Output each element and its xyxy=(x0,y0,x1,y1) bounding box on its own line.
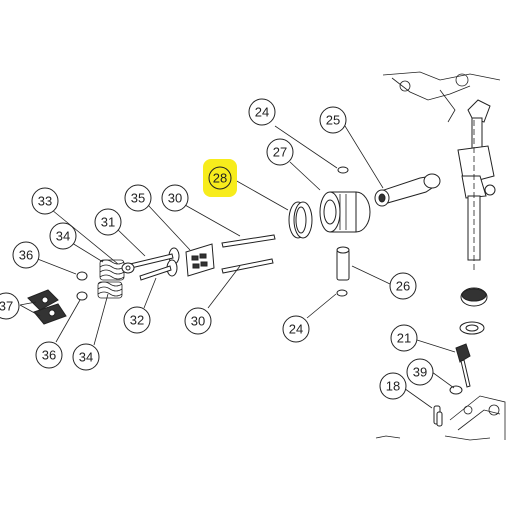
svg-text:18: 18 xyxy=(386,379,400,394)
piston xyxy=(319,191,371,233)
svg-text:28: 28 xyxy=(213,171,227,186)
callout-33: 33 xyxy=(31,187,59,215)
crankcase-cover xyxy=(375,395,506,441)
callout-39: 39 xyxy=(406,358,434,386)
callout-26: 26 xyxy=(389,272,417,300)
piston-pin xyxy=(336,246,350,281)
callout-30-bottom: 30 xyxy=(184,307,212,335)
piston-pin-clip-bottom xyxy=(336,289,348,297)
valve-springs xyxy=(97,259,125,299)
callout-35: 35 xyxy=(124,184,152,212)
guide-plate xyxy=(185,243,215,277)
dowel-pins xyxy=(433,405,443,427)
svg-text:31: 31 xyxy=(101,215,115,230)
callout-37: 37 xyxy=(0,292,20,320)
svg-text:21: 21 xyxy=(397,331,411,346)
callout-24-top: 24 xyxy=(248,98,276,126)
callout-34-top: 34 xyxy=(49,222,77,250)
svg-text:37: 37 xyxy=(0,299,13,314)
svg-text:24: 24 xyxy=(289,322,303,337)
callout-18: 18 xyxy=(379,372,407,400)
svg-text:25: 25 xyxy=(326,113,340,128)
svg-text:34: 34 xyxy=(79,350,93,365)
gear xyxy=(460,287,488,307)
valve-caps xyxy=(76,271,88,301)
dipstick xyxy=(455,343,471,388)
rocker-arms xyxy=(27,289,67,325)
callout-25: 25 xyxy=(319,106,347,134)
svg-text:35: 35 xyxy=(131,191,145,206)
callout-24-bottom: 24 xyxy=(282,315,310,343)
piston-pin-clip-top xyxy=(337,166,349,174)
svg-text:26: 26 xyxy=(396,279,410,294)
spring-retainers xyxy=(121,262,135,274)
leader-lines xyxy=(19,125,456,409)
valves xyxy=(129,247,180,281)
svg-text:36: 36 xyxy=(19,248,33,263)
svg-text:32: 32 xyxy=(130,313,144,328)
svg-text:36: 36 xyxy=(42,348,56,363)
callout-31: 31 xyxy=(94,208,122,236)
callout-32: 32 xyxy=(123,306,151,334)
svg-text:24: 24 xyxy=(255,105,269,120)
piston-rings xyxy=(288,201,313,239)
callouts: 24 25 27 28 35 30 33 31 xyxy=(0,98,434,400)
svg-text:30: 30 xyxy=(168,191,182,206)
callout-36-top: 36 xyxy=(12,241,40,269)
callout-27: 27 xyxy=(266,138,294,166)
svg-text:33: 33 xyxy=(38,194,52,209)
crankshaft xyxy=(457,99,496,270)
o-ring xyxy=(449,385,463,395)
svg-text:34: 34 xyxy=(56,229,70,244)
engine-block-top xyxy=(382,71,501,123)
callout-34-bottom: 34 xyxy=(72,343,100,371)
callout-30-top: 30 xyxy=(161,184,189,212)
callout-28-highlighted: 28 xyxy=(203,159,237,197)
connecting-rod xyxy=(374,173,441,207)
callout-36-bottom: 36 xyxy=(35,341,63,369)
svg-text:39: 39 xyxy=(413,365,427,380)
svg-text:30: 30 xyxy=(191,314,205,329)
push-rods xyxy=(221,234,276,274)
washer-hole xyxy=(465,324,479,332)
callout-21: 21 xyxy=(390,324,418,352)
svg-text:27: 27 xyxy=(273,145,287,160)
